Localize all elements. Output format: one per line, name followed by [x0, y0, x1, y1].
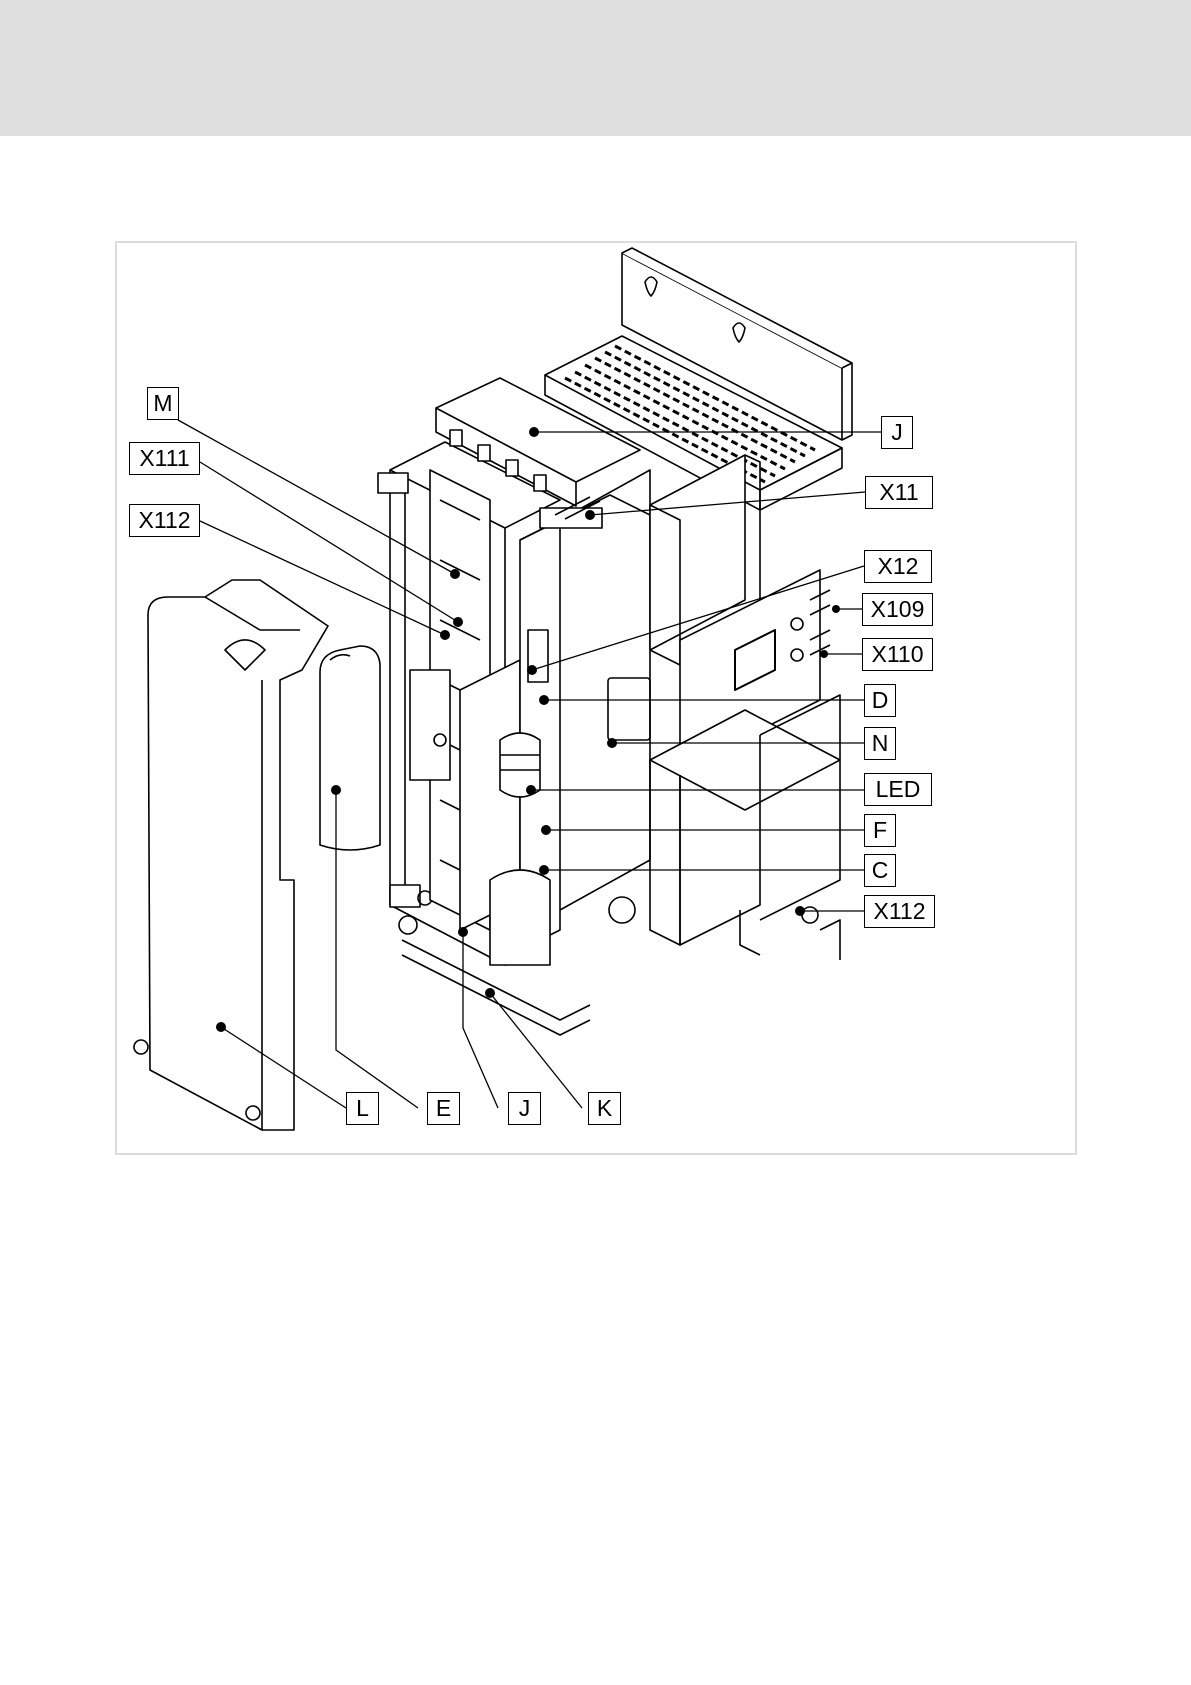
- callout-c: C: [864, 854, 896, 887]
- callout-j-top: J: [881, 416, 913, 449]
- small-cover-e: [320, 646, 380, 850]
- callout-k: K: [588, 1092, 621, 1125]
- callout-m: M: [147, 387, 179, 420]
- front-cover-l: [134, 580, 328, 1130]
- callout-x111: X111: [129, 442, 200, 475]
- callout-x112-right: X112: [864, 895, 935, 928]
- callout-x109: X109: [862, 593, 933, 626]
- power-module-lower: [650, 695, 840, 960]
- callout-x12: X12: [864, 550, 932, 583]
- callout-n: N: [864, 727, 896, 760]
- callout-e: E: [427, 1092, 460, 1125]
- callout-f: F: [864, 814, 896, 847]
- callout-j-bottom: J: [508, 1092, 541, 1125]
- callout-x112-left: X112: [129, 504, 200, 537]
- callout-d: D: [864, 684, 896, 717]
- callout-x110: X110: [862, 638, 933, 671]
- callout-led: LED: [864, 773, 932, 806]
- control-card-cage: [410, 470, 520, 930]
- callout-x11: X11: [865, 476, 933, 509]
- callout-l: L: [346, 1092, 379, 1125]
